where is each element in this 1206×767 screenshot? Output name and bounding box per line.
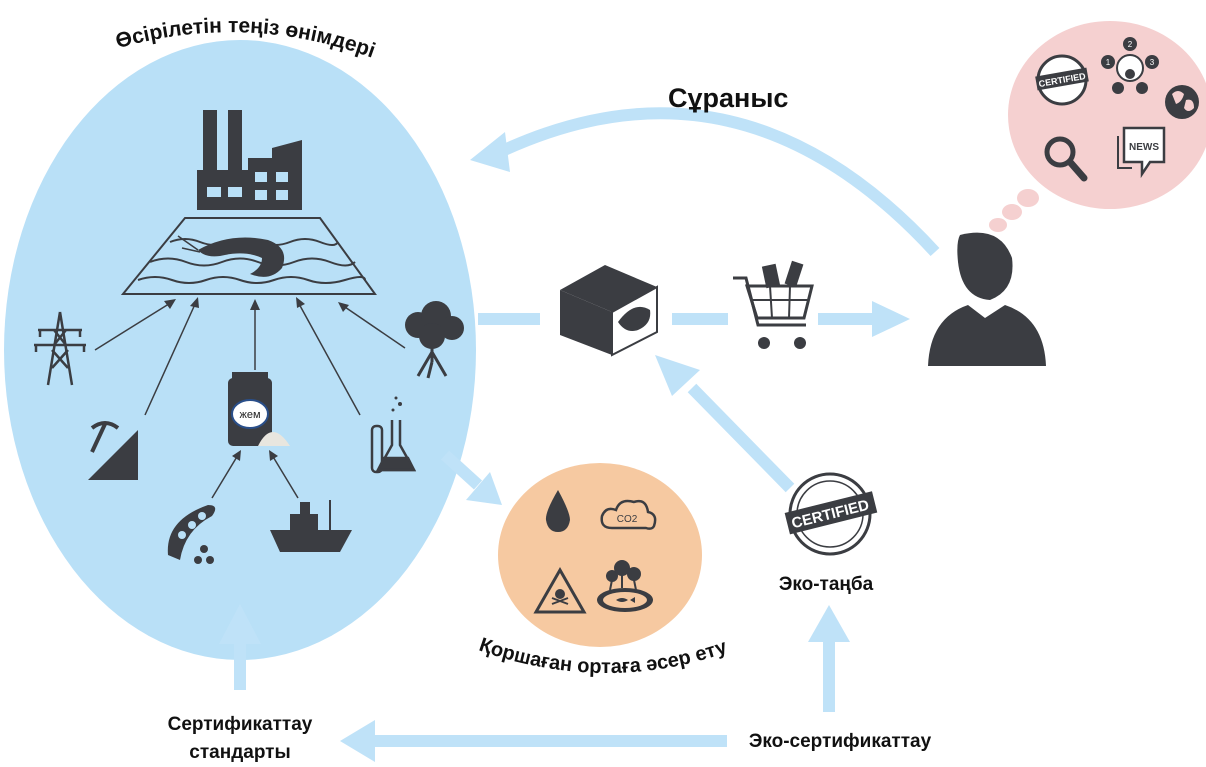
svg-text:NEWS: NEWS — [1129, 142, 1159, 153]
feed-bag-icon: жем — [228, 372, 290, 446]
cert-standards-label-line1: Сертификаттау — [168, 714, 313, 735]
svg-text:3: 3 — [1150, 58, 1155, 67]
mangrove-tree-icon — [405, 301, 464, 379]
feed-label: жем — [239, 409, 260, 421]
shopping-cart-icon — [733, 260, 814, 349]
certified-stamp-icon: CERTIFIED — [784, 472, 878, 556]
impact-arrow — [440, 450, 483, 490]
fishing-boat-icon — [270, 500, 352, 552]
svg-text:2: 2 — [1128, 40, 1133, 49]
power-tower-icon — [34, 311, 86, 386]
eco-cert-up-arrow-shaft — [823, 640, 835, 712]
standards-up-arrow-shaft — [234, 640, 246, 690]
cert-to-standards-arrowhead — [340, 720, 375, 762]
impact-bubble — [498, 463, 702, 647]
input-arrows — [94, 301, 406, 499]
polluted-pond-icon — [597, 560, 653, 612]
ecolabel-to-product-arrow — [687, 383, 795, 493]
mining-icon — [88, 421, 138, 480]
news-icon: NEWS — [1117, 126, 1166, 179]
globe-icon — [1165, 85, 1199, 119]
ecolabel-to-product-arrowhead — [655, 355, 700, 396]
factory-icon — [197, 110, 302, 210]
lab-flask-icon — [370, 396, 417, 474]
eco-cert-up-arrowhead — [808, 605, 850, 642]
demand-arrowhead — [470, 132, 510, 172]
network-icon: 1 2 3 — [1101, 37, 1159, 94]
svg-text:CO2: CO2 — [617, 514, 638, 525]
co2-cloud-icon: CO2 — [600, 499, 657, 530]
supply-chain-arrows — [478, 301, 910, 337]
shrimp-icon — [177, 235, 285, 277]
input-arrowheads — [164, 297, 349, 461]
thought-bubble-dots — [989, 189, 1039, 232]
svg-text:1: 1 — [1106, 58, 1111, 67]
demand-label: Сұраныс — [668, 83, 788, 113]
water-drop-icon — [545, 490, 570, 532]
search-icon — [1044, 136, 1088, 182]
farm-bubble — [4, 40, 476, 660]
pea-pod-icon — [167, 505, 216, 564]
eco-certification-label: Эко-сертификаттау — [749, 731, 932, 752]
demand-arrow — [497, 107, 940, 257]
standards-up-arrowhead — [219, 604, 261, 644]
cert-standards-label-line2: стандарты — [189, 742, 290, 763]
certified-badge-icon: CERTIFIED — [1035, 54, 1089, 106]
cert-to-standards-arrow-shaft — [372, 735, 727, 747]
eco-label-text: Эко-таңба — [779, 574, 874, 595]
toxic-warning-icon — [533, 566, 587, 614]
impact-arrowhead — [466, 472, 502, 505]
product-box-icon — [560, 265, 658, 357]
consumer-person-icon — [928, 232, 1046, 366]
